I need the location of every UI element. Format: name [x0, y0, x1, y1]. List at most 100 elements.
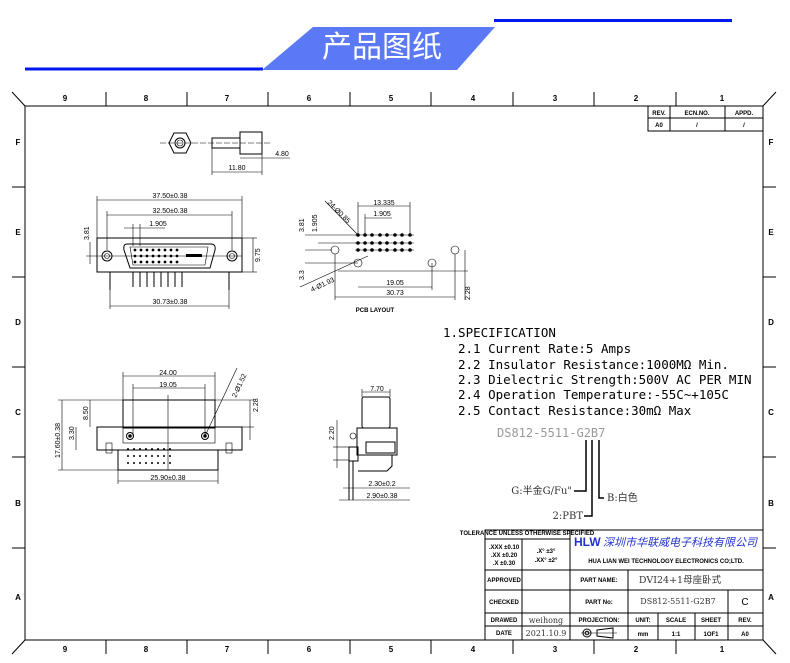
dim-19-05: 19.05: [386, 280, 404, 287]
front-view: 37.50±0.38 32.50±0.38 1.905 30.73±0.38 3…: [84, 193, 262, 309]
dim-7-70: 7.70: [370, 386, 384, 393]
dim-9-75: 9.75: [255, 248, 262, 262]
approved-label: APPROVED: [487, 578, 521, 584]
dim-30-73: 30.73: [386, 290, 404, 297]
col-label: 7: [225, 94, 230, 103]
date-value: 2021.10.9: [526, 629, 567, 638]
row-label: A: [768, 593, 774, 602]
scale-label: SCALE: [666, 618, 686, 624]
row-label: A: [15, 593, 21, 602]
tolerance-line: .XX ±0.20: [491, 553, 518, 559]
dim-3-81: 3.81: [299, 218, 306, 232]
appd-value: /: [743, 123, 745, 129]
legend-plating: G:半金G/Fu": [511, 484, 572, 497]
rev-header: REV.: [652, 111, 666, 117]
part-code: DS812-5511-G2B7: [497, 426, 605, 440]
angle-tolerance: .XX° ±2°: [535, 558, 558, 564]
angle-tolerance: .X° ±3°: [537, 549, 556, 555]
part-no-value: DS812-5511-G2B7: [640, 597, 715, 606]
row-label: E: [15, 228, 21, 237]
projection-symbol-icon: [581, 627, 617, 639]
dim-2-28: 2.28: [465, 286, 472, 300]
row-label: C: [768, 408, 774, 417]
bottom-view: 24.00 19.05 25.90±0.38 2-Ø1.52 2.28 17.6…: [55, 367, 260, 484]
dim-1-905: 1.905: [149, 221, 167, 228]
dim-19-05: 19.05: [159, 382, 177, 389]
spec-item: 2.3 Dielectric Strength:500V AC PER MIN: [458, 372, 752, 387]
dim-37-50: 37.50±0.38: [153, 193, 188, 200]
banner-shape: [262, 27, 495, 70]
col-label: 2: [634, 645, 639, 654]
col-label: 2: [634, 94, 639, 103]
spec-item: 2.1 Current Rate:5 Amps: [458, 341, 631, 356]
drawed-label: DRAWED: [491, 618, 518, 624]
drawed-value: weihong: [529, 616, 563, 625]
projection-label: PROJECTION:: [578, 618, 619, 624]
dim-25-90: 25.90±0.38: [151, 475, 186, 482]
col-label: 5: [389, 94, 394, 103]
title-block: TOLERANCE UNLESS OTHERWISE SPECIFIED .XX…: [460, 529, 764, 641]
unit-value: mm: [638, 632, 649, 638]
part-name-value: DVI24+1母座卧式: [639, 574, 722, 586]
checked-label: CHECKED: [489, 600, 519, 606]
row-label: C: [15, 408, 21, 417]
banner: 产品图纸: [25, 19, 732, 71]
col-label: 1: [720, 94, 725, 103]
dim-3-81: 3.81: [84, 226, 91, 240]
col-label: 8: [144, 645, 149, 654]
col-label: 7: [225, 645, 230, 654]
dim-1-905-v: 1.905: [312, 214, 319, 232]
col-label: 8: [144, 94, 149, 103]
spacer-view: 11.80 4.80: [160, 131, 290, 175]
tolerance-line: .XXX ±0.10: [489, 545, 520, 551]
revision-block: REV. ECN.NO. APPD. A0 / /: [647, 105, 764, 132]
legend-color: B:白色: [607, 491, 638, 504]
row-label: D: [768, 318, 774, 327]
col-label: 3: [553, 645, 558, 654]
col-label: 6: [307, 94, 312, 103]
rev-value: A0: [741, 632, 749, 638]
scale-value: 1:1: [672, 632, 681, 638]
col-label: 9: [63, 645, 68, 654]
date-label: DATE: [496, 631, 512, 637]
dim-11-80: 11.80: [229, 165, 246, 172]
col-label: 3: [553, 94, 558, 103]
dim-30-73: 30.73±0.38: [153, 299, 188, 306]
company-logo: HLW: [574, 535, 601, 549]
dim-13-335: 13.335: [373, 200, 395, 207]
legend-material: 2:PBT: [553, 511, 584, 522]
col-label: 4: [471, 94, 476, 103]
row-label: F: [16, 138, 21, 147]
row-label: F: [769, 138, 774, 147]
unit-label: UNIT:: [635, 618, 650, 624]
dim-2-30: 2.30±0.2: [368, 481, 395, 488]
dim-24-00: 24.00: [159, 370, 177, 377]
dim-32-50: 32.50±0.38: [153, 208, 188, 215]
part-no-label: PART No:: [585, 600, 613, 606]
pcb-layout-view: 13.335 1.905 19.05 30.73 PCB LAYOUT 3.81…: [299, 199, 472, 314]
banner-title: 产品图纸: [322, 30, 442, 65]
company-name-cn: 深圳市华联威电子科技有限公司: [603, 536, 758, 549]
spec-heading: 1.SPECIFICATION: [443, 325, 556, 340]
tolerance-title: TOLERANCE UNLESS OTHERWISE SPECIFIED: [460, 531, 595, 537]
dim-hole-dia: 2-Ø1.52: [231, 373, 248, 399]
spec-item: 2.2 Insulator Resistance:1000MΩ Min.: [458, 357, 729, 372]
ecn-value: /: [696, 123, 698, 129]
dim-pin-holes: 24-Ø0.85: [326, 199, 352, 225]
col-label: 9: [63, 94, 68, 103]
row-label: B: [15, 499, 21, 508]
dim-mount-holes: 4-Ø1.93: [310, 277, 336, 294]
dim-2-28: 2.28: [253, 398, 260, 412]
col-label: 6: [307, 645, 312, 654]
part-name-label: PART NAME:: [580, 578, 617, 584]
spec-item: 2.5 Contact Resistance:30mΩ Max: [458, 403, 692, 418]
dim-17-60: 17.60±0.38: [55, 423, 62, 458]
specification: 1.SPECIFICATION 2.1 Current Rate:5 Amps …: [443, 325, 752, 522]
appd-header: APPD.: [735, 111, 754, 117]
sheet-value: 1OF1: [703, 632, 719, 638]
dim-1-905: 1.905: [373, 211, 391, 218]
spec-item: 2.4 Operation Temperature:-55C~+105C: [458, 387, 729, 402]
row-label: B: [768, 499, 774, 508]
dim-2-90: 2.90±0.38: [366, 493, 397, 500]
